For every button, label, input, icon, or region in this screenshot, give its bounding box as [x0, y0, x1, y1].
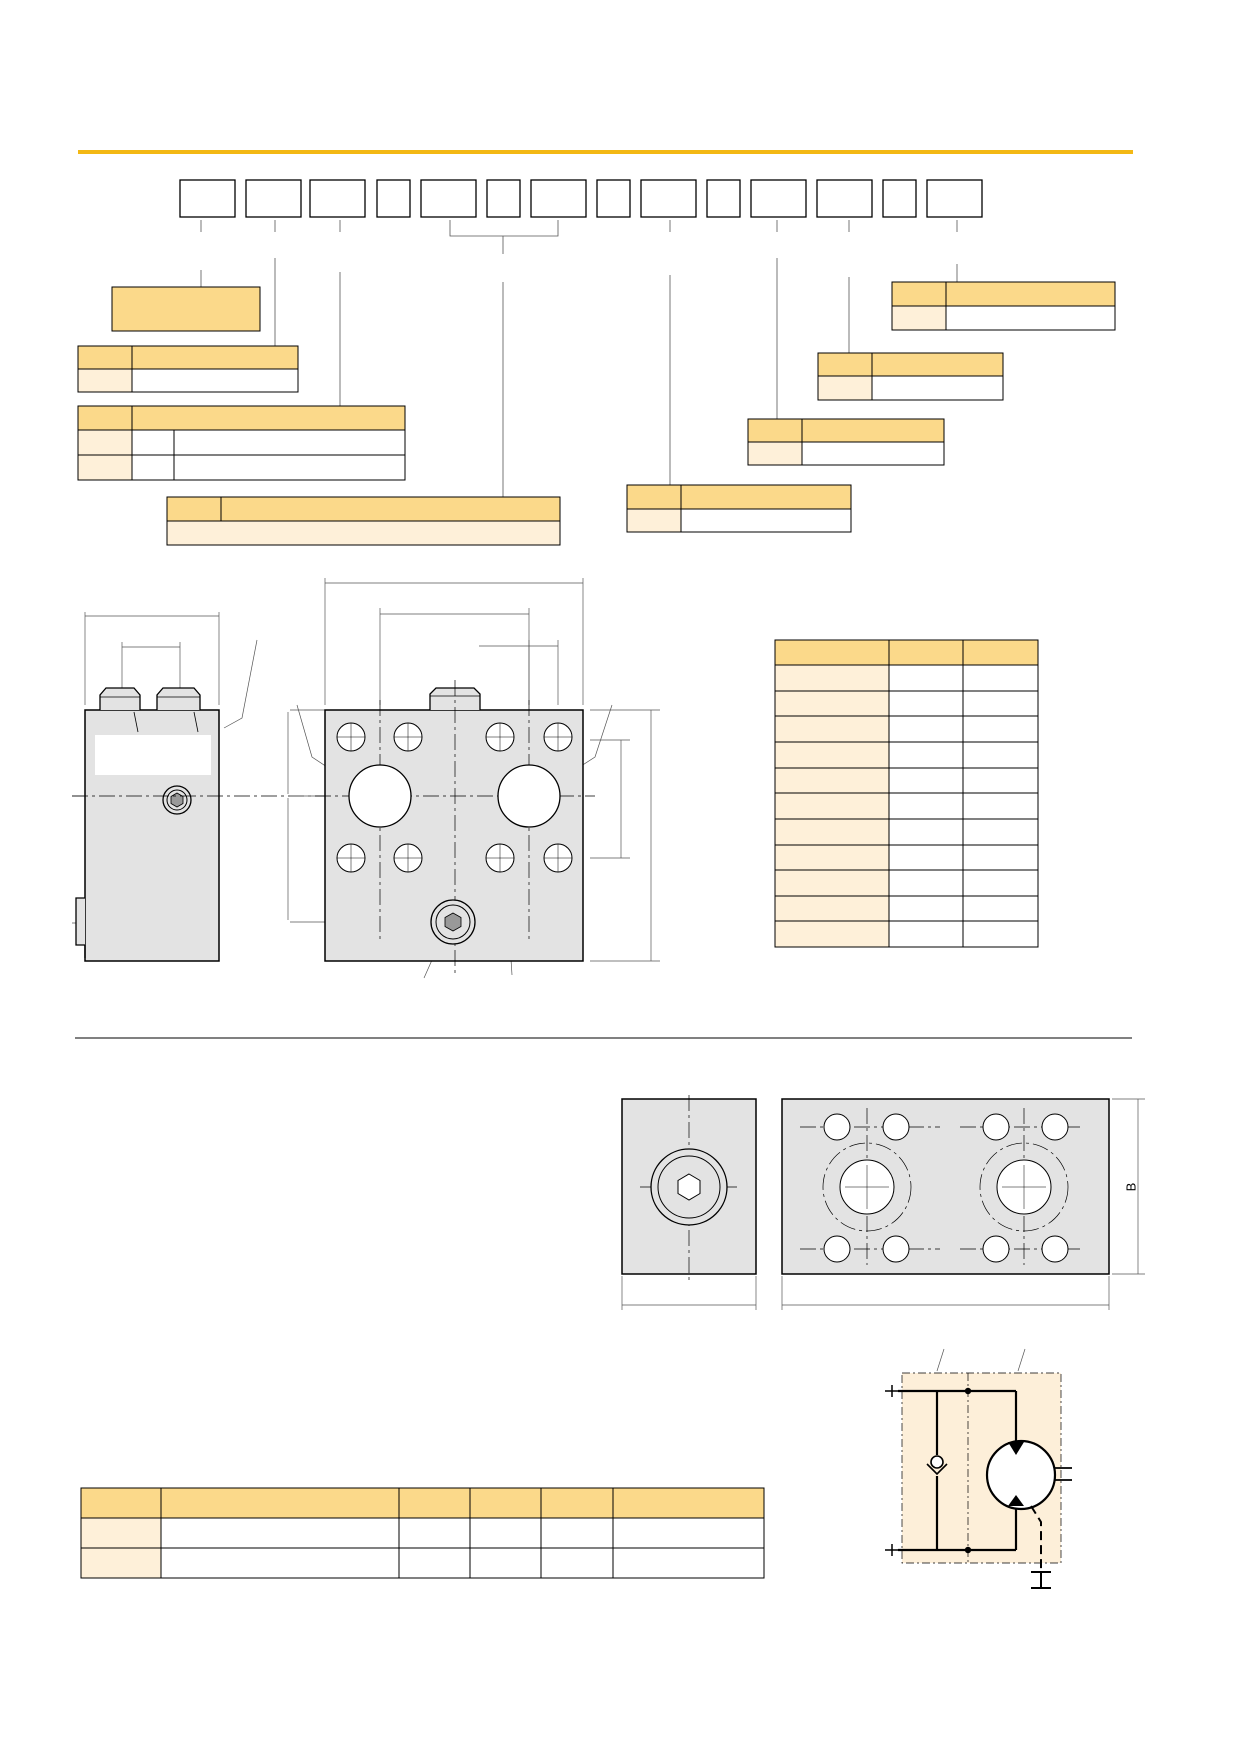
- order-code-leaders: [200, 220, 958, 497]
- option-table-8: [891, 281, 1116, 331]
- front-view-main-port-left: [348, 764, 412, 828]
- front-view: [287, 578, 660, 979]
- hydraulic-schematic: [885, 1348, 1072, 1589]
- option-table-4: [166, 496, 561, 546]
- subplate-top-view: B: [781, 1098, 1145, 1310]
- code-box-10: [706, 179, 741, 218]
- side-view-port-left: [99, 687, 141, 710]
- side-view: [72, 612, 345, 962]
- side-view-port-right: [156, 687, 201, 710]
- bolt-hole: [823, 1113, 851, 1141]
- option-table-6: [747, 418, 945, 466]
- end-view: [621, 1095, 757, 1310]
- side-view-plug-hex: [170, 792, 184, 808]
- bolt-hole: [1041, 1235, 1069, 1263]
- check-valve: [926, 1455, 948, 1476]
- junction-dot: [964, 1546, 972, 1554]
- code-box-14: [926, 179, 983, 218]
- code-box-2: [245, 179, 302, 218]
- order-code-boxes: [179, 179, 983, 218]
- header-accent-rule: [78, 150, 1133, 154]
- option-table-5: [626, 484, 852, 533]
- bolt-hole: [823, 1235, 851, 1263]
- code-box-3: [309, 179, 366, 218]
- bolt-hole: [982, 1235, 1010, 1263]
- dimension-b-label: B: [1123, 1183, 1138, 1192]
- code-box-13: [882, 179, 917, 218]
- junction-dot: [964, 1387, 972, 1395]
- option-table-2: [77, 345, 299, 393]
- code-box-11: [750, 179, 807, 218]
- option-table-3: [77, 405, 406, 481]
- code-box-9: [640, 179, 697, 218]
- drain-line: [1030, 1505, 1051, 1589]
- front-view-plug-hex: [444, 912, 462, 932]
- code-box-6: [486, 179, 521, 218]
- code-box-12: [816, 179, 873, 218]
- end-view-plug-hex: [677, 1173, 701, 1201]
- code-box-8: [596, 179, 631, 218]
- side-view-side-port: [75, 897, 85, 946]
- side-view-label-plate: [95, 735, 211, 775]
- bolt-hole: [1041, 1113, 1069, 1141]
- bolt-hole: [882, 1113, 910, 1141]
- bolt-hole: [882, 1235, 910, 1263]
- hydraulic-motor: [985, 1439, 1072, 1511]
- code-box-7: [530, 179, 587, 218]
- front-view-main-port-right: [497, 764, 561, 828]
- bolt-hole: [982, 1113, 1010, 1141]
- option-table-7: [817, 352, 1004, 401]
- bottom-table: [80, 1487, 765, 1579]
- code-box-4: [376, 179, 411, 218]
- option-table-type: [111, 286, 261, 332]
- dimension-table: [774, 639, 1039, 948]
- code-box-1: [179, 179, 236, 218]
- code-box-5: [420, 179, 477, 218]
